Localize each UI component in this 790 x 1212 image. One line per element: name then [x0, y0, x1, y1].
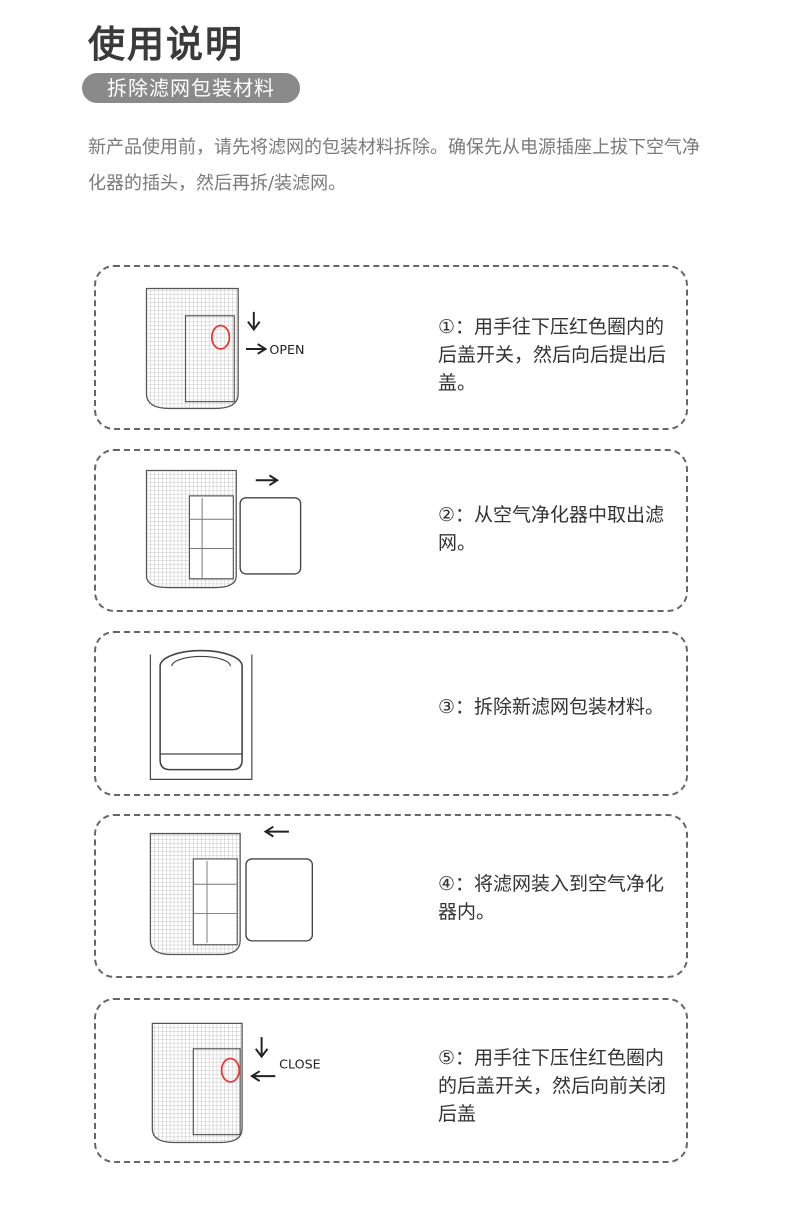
- arrow-left-icon: [263, 825, 289, 838]
- arrow-down-icon: [247, 311, 261, 332]
- step-5-text: ⑤：用手往下压住红色圈内的后盖开关，然后向前关闭后盖: [438, 1047, 667, 1125]
- step-5-illustration: CLOSE: [151, 1022, 321, 1144]
- step-card-2: ②：从空气净化器中取出滤网。: [94, 449, 688, 612]
- step-card-3: ③：拆除新滤网包装材料。: [94, 631, 688, 796]
- step-card-5: CLOSE ⑤：用手往下压住红色圈内的后盖开关，然后向前关闭后盖: [94, 998, 688, 1163]
- close-label: CLOSE: [279, 1056, 320, 1071]
- step-4-illustration: [149, 825, 314, 956]
- step-1-text: ①：用手往下压红色圈内的后盖开关，然后向后提出后盖。: [438, 316, 667, 394]
- step-4-text: ④：将滤网装入到空气净化器内。: [438, 873, 665, 923]
- section-badge: 拆除滤网包装材料: [82, 73, 300, 103]
- open-label: OPEN: [269, 342, 304, 357]
- arrow-left-icon: [250, 1070, 276, 1082]
- step-card-4: ④：将滤网装入到空气净化器内。: [94, 814, 688, 978]
- step-1-illustration: OPEN: [145, 287, 305, 410]
- red-circle-highlight: [220, 1057, 241, 1083]
- arrow-right-icon: [246, 343, 268, 355]
- step-3-text: ③：拆除新滤网包装材料。: [438, 696, 665, 718]
- page-title: 使用说明: [88, 23, 244, 66]
- arrow-right-icon: [255, 474, 280, 486]
- step-card-1: OPEN ①：用手往下压红色圈内的后盖开关，然后向后提出后盖。: [94, 265, 688, 430]
- red-circle-highlight: [210, 324, 231, 350]
- step-3-illustration: [149, 649, 253, 780]
- step-2-text: ②：从空气净化器中取出滤网。: [438, 504, 665, 554]
- step-2-illustration: [145, 469, 302, 589]
- intro-paragraph: 新产品使用前，请先将滤网的包装材料拆除。确保先从电源插座上拔下空气净化器的插头，…: [88, 137, 700, 194]
- arrow-down-icon: [254, 1037, 269, 1059]
